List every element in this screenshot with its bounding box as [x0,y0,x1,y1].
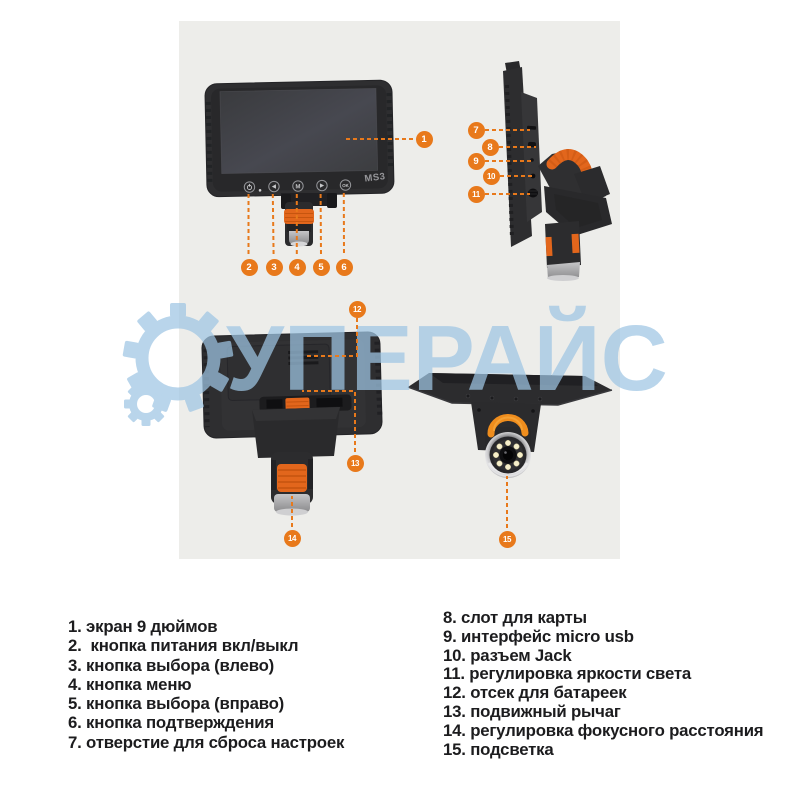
menu-button-glyph: M [295,184,300,190]
legend-item-9: 9. интерфейс micro usb [443,626,634,646]
legend-item-13: 13. подвижный рычаг [443,701,621,721]
focus-knob-back [277,464,307,492]
callout-4: 4 [288,258,306,276]
side-view [503,61,612,281]
legend-item-10: 10. разъем Jack [443,645,572,665]
callout-7: 7 [467,121,485,139]
side-ports [526,125,538,198]
legend-item-6: 6. кнопка подтверждения [68,713,274,733]
power-button-icon [243,181,256,193]
legend-item-7: 7. отверстие для сброса настроек [68,732,345,752]
callout-14: 14 [283,529,301,547]
card-slot [526,125,537,130]
legend-list-right: 8. слот для карты 9. интерфейс micro usb… [443,608,764,759]
legend-item-5: 5. кнопка выбора (вправо) [68,694,285,714]
callout-15: 15 [498,530,516,548]
menu-button-icon [292,180,304,192]
front-view: M OK MS3 [204,79,395,247]
callout-6: 6 [335,258,353,276]
legend-item-3: 3. кнопка выбора (влево) [68,655,275,675]
legend-item-8: 8. слот для карты [443,608,587,627]
reset-hole [530,158,534,162]
screen [219,88,378,174]
legend-item-11: 11. регулировка яркости света [443,664,692,684]
legend-item-12: 12. отсек для батареек [443,683,627,703]
legend-item-1: 1. экран 9 дюймов [68,617,218,636]
callout-13: 13 [346,454,364,472]
callout-10: 10 [482,167,500,185]
callout-8: 8 [481,138,499,156]
callout-2: 2 [240,258,258,276]
legend-item-15: 15. подсветка [443,739,554,759]
led-ring [493,440,523,470]
callout-1: 1 [415,130,433,148]
legend-list-left: 1. экран 9 дюймов 2. кнопка питания вкл/… [68,617,344,752]
callout-11: 11 [467,185,485,203]
callout-9: 9 [467,152,485,170]
lens-with-leds [485,432,531,478]
callout-5: 5 [312,258,330,276]
micro-usb-port [527,141,536,148]
legend-item-14: 14. регулировка фокусного расстояния [443,720,764,740]
legend-item-2: 2. кнопка питания вкл/выкл [68,636,299,656]
jack-port [530,173,536,179]
callout-12: 12 [348,300,366,318]
ok-button-glyph: OK [342,183,350,188]
legend-item-4: 4. кнопка меню [68,674,192,694]
model-label: MS3 [364,171,386,185]
indicator-led [258,189,262,192]
bottom-view [407,373,613,478]
ok-button-icon [339,179,352,191]
back-view [201,331,383,516]
focus-wheel-front [284,209,314,224]
callout-3: 3 [265,258,283,276]
